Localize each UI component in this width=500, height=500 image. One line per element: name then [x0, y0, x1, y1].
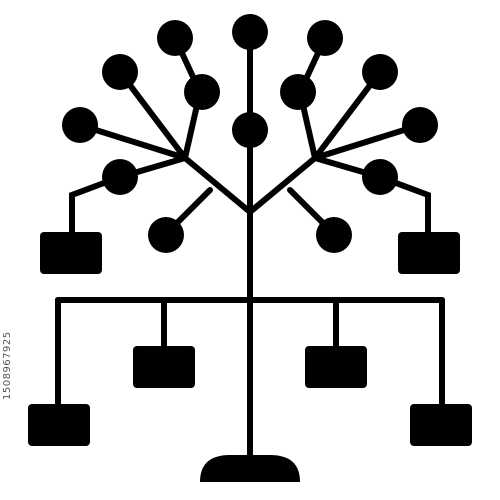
node-circle — [307, 20, 343, 56]
node-circle — [157, 20, 193, 56]
node-circle — [280, 74, 316, 110]
node-circle — [102, 159, 138, 195]
tree-branches — [55, 29, 445, 468]
tree-boxes — [28, 232, 472, 446]
branch-left-main — [182, 155, 253, 215]
branch-right-main — [247, 155, 318, 215]
node-circle — [232, 112, 268, 148]
box-upper-left — [40, 232, 102, 274]
box-upper-right — [398, 232, 460, 274]
node-circle — [402, 107, 438, 143]
box-lower-right — [410, 404, 472, 446]
box-middle-left — [133, 346, 195, 388]
node-circle — [232, 14, 268, 50]
node-circle — [184, 74, 220, 110]
branch-right-far — [312, 122, 423, 161]
node-circle — [102, 54, 138, 90]
branch-left-far — [77, 122, 188, 161]
node-circle — [362, 159, 398, 195]
tree-nodes — [62, 14, 438, 253]
tree-base — [200, 455, 300, 482]
box-middle-right — [305, 346, 367, 388]
node-circle — [362, 54, 398, 90]
node-circle — [316, 217, 352, 253]
box-lower-left — [28, 404, 90, 446]
node-circle — [148, 217, 184, 253]
node-circle — [62, 107, 98, 143]
